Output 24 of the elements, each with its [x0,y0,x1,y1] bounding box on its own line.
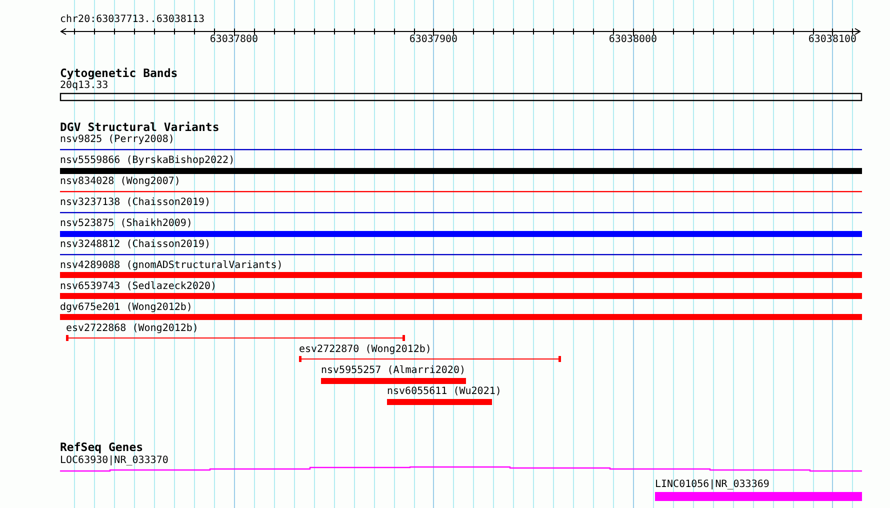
track-heading: Cytogenetic Bands [60,67,178,80]
variant-label: nsv5559866 (ByrskaBishop2022) [60,155,235,167]
variant-label: nsv4289088 (gnomADStructuralVariants) [60,260,283,272]
variant-label: nsv3248812 (Chaisson2019) [60,239,211,251]
variant-label: nsv9825 (Perry2008) [60,134,174,146]
band-label: 20q13.33 [60,80,108,92]
track-heading: RefSeq Genes [60,441,144,454]
track-heading: DGV Structural Variants [60,121,220,134]
tick-label: 63038100 [808,34,857,46]
tick-label: 63037900 [409,34,458,46]
variant-label: nsv834028 (Wong2007) [60,176,180,188]
gene-label: LOC63930|NR_033370 [60,455,168,467]
variant-label: dgv675e201 (Wong2012b) [60,302,192,314]
variant-label: nsv6539743 (Sedlazeck2020) [60,281,217,293]
gene-label: LINC01056|NR_033369 [655,479,770,491]
variant-label: nsv5955257 (Almarri2020) [321,365,466,377]
variant-label: nsv6055611 (Wu2021) [387,386,502,398]
tick-label: 63038000 [608,34,658,46]
variant-label: nsv3237138 (Chaisson2019) [60,197,211,209]
tick-label: 63037800 [210,34,258,46]
variant-label: esv2722870 (Wong2012b) [299,344,432,356]
variant-label: esv2722868 (Wong2012b) [66,323,198,335]
variant-label: nsv523875 (Shaikh2009) [60,218,192,230]
region-coordinates: chr20:63037713..63038113 [60,14,204,26]
